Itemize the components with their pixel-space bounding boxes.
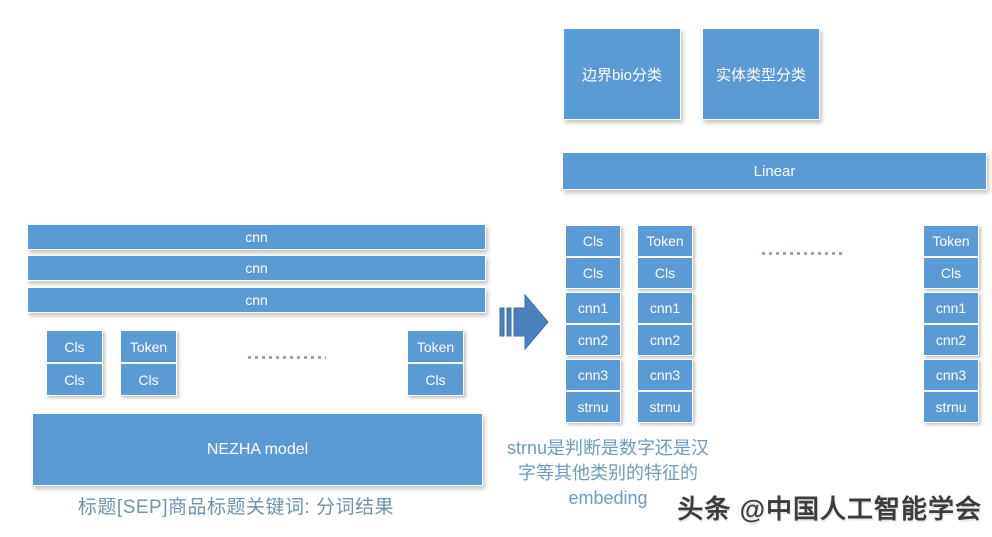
linear-layer-label: Linear <box>753 162 796 180</box>
cnn-bar-3-label: cnn <box>245 292 268 308</box>
watermark: 头条 @中国人工智能学会 <box>677 494 982 524</box>
input-caption: 标题[SEP]商品标题关键词: 分词结果 <box>77 497 395 518</box>
feature-cell: Cls <box>637 257 693 289</box>
feature-cell: Cls <box>565 225 621 257</box>
cnn-bar-3: cnn <box>27 287 486 313</box>
strnu-note-line-2: 字等其他类别的特征的 <box>518 463 698 483</box>
ellipsis-dots-left-icon <box>248 356 326 359</box>
feature-cell: strnu <box>923 391 979 423</box>
feature-cell: Cls <box>565 257 621 289</box>
feature-cell: cnn3 <box>923 359 979 391</box>
cnn-bar-2: cnn <box>27 255 486 281</box>
nezha-model-label: NEZHA model <box>206 440 309 458</box>
token-cell: Cls <box>46 330 103 363</box>
token-pair-2: Token Cls <box>120 330 177 396</box>
cnn-bar-1: cnn <box>27 224 486 250</box>
feature-cell: cnn2 <box>565 324 621 356</box>
token-cell: Cls <box>120 363 177 396</box>
token-cell: Token <box>120 330 177 363</box>
feature-cell: strnu <box>637 391 693 423</box>
output-box-boundary-bio: 边界bio分类 <box>563 28 681 120</box>
feature-column-2: Token Cls cnn1 cnn2 cnn3 strnu <box>637 225 693 423</box>
linear-layer-box: Linear <box>562 152 987 190</box>
feature-cell: cnn3 <box>637 359 693 391</box>
feature-cell: cnn1 <box>565 292 621 324</box>
cnn-bar-1-label: cnn <box>245 229 268 245</box>
output-box-boundary-bio-label: 边界bio分类 <box>581 66 663 84</box>
feature-cell: Token <box>637 225 693 257</box>
strnu-note-line-1: strnu是判断是数字还是汉 <box>506 438 710 458</box>
strnu-note-line-3: embeding <box>568 488 648 508</box>
ellipsis-dots-right-icon <box>762 252 844 255</box>
feature-cell: cnn1 <box>923 292 979 324</box>
strnu-note: strnu是判断是数字还是汉 字等其他类别的特征的 embeding <box>468 436 748 511</box>
token-cell: Cls <box>46 363 103 396</box>
feature-cell: strnu <box>565 391 621 423</box>
striped-right-arrow-icon <box>499 293 549 356</box>
feature-cell: Token <box>923 225 979 257</box>
output-box-entity-type: 实体类型分类 <box>702 28 820 120</box>
cnn-bar-2-label: cnn <box>245 260 268 276</box>
output-box-entity-type-label: 实体类型分类 <box>715 66 806 84</box>
feature-cell: Cls <box>923 257 979 289</box>
feature-cell: cnn1 <box>637 292 693 324</box>
feature-column-1: Cls Cls cnn1 cnn2 cnn3 strnu <box>565 225 621 423</box>
feature-column-3: Token Cls cnn1 cnn2 cnn3 strnu <box>923 225 979 423</box>
token-pair-3: Token Cls <box>407 330 464 396</box>
feature-cell: cnn2 <box>923 324 979 356</box>
feature-cell: cnn2 <box>637 324 693 356</box>
feature-cell: cnn3 <box>565 359 621 391</box>
token-cell: Cls <box>407 363 464 396</box>
token-pair-1: Cls Cls <box>46 330 103 396</box>
token-cell: Token <box>407 330 464 363</box>
nezha-model-box: NEZHA model <box>32 413 483 486</box>
